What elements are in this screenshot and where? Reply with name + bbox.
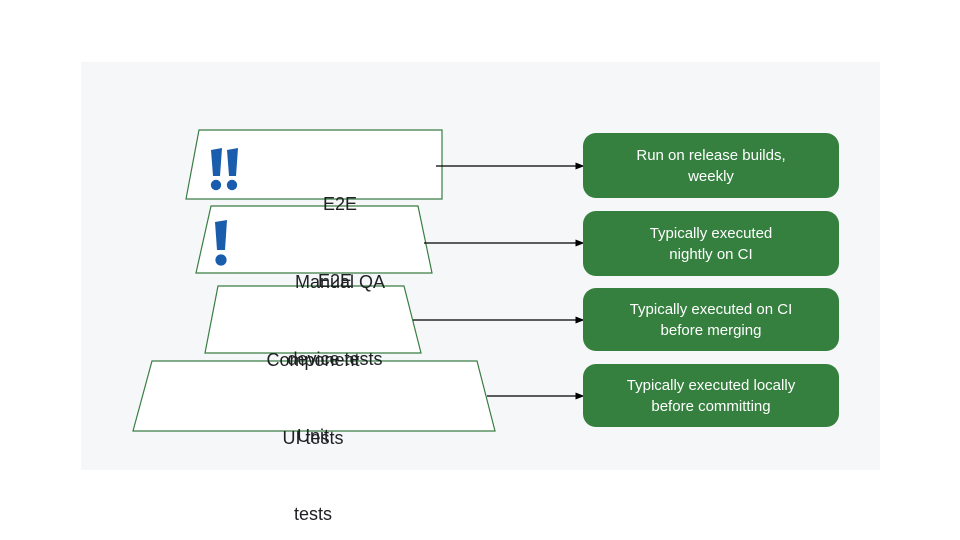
callout-component-ui-tests[interactable]: Typically executed on CI before merging [583, 288, 839, 351]
callout-text: Run on release builds, weekly [636, 146, 786, 185]
callout-text: Typically executed nightly on CI [649, 224, 773, 263]
pyramid-tier-e2e-manual-qa[interactable] [185, 129, 443, 200]
pyramid-tier-component-ui-tests[interactable] [204, 285, 422, 354]
exclamation-icon [215, 220, 227, 266]
callout-e2e-device-tests[interactable]: Typically executed nightly on CI [583, 211, 839, 276]
pyramid-tier-e2e-device-tests[interactable] [195, 205, 433, 274]
callout-text: Typically executed on CI before merging [629, 300, 793, 339]
double-exclamation-icon [210, 148, 238, 191]
callout-e2e-manual-qa[interactable]: Run on release builds, weekly [583, 133, 839, 198]
pyramid-tier-unit-tests[interactable] [132, 360, 496, 432]
callout-unit-tests[interactable]: Typically executed locally before commit… [583, 364, 839, 427]
callout-text: Typically executed locally before commit… [626, 376, 796, 415]
